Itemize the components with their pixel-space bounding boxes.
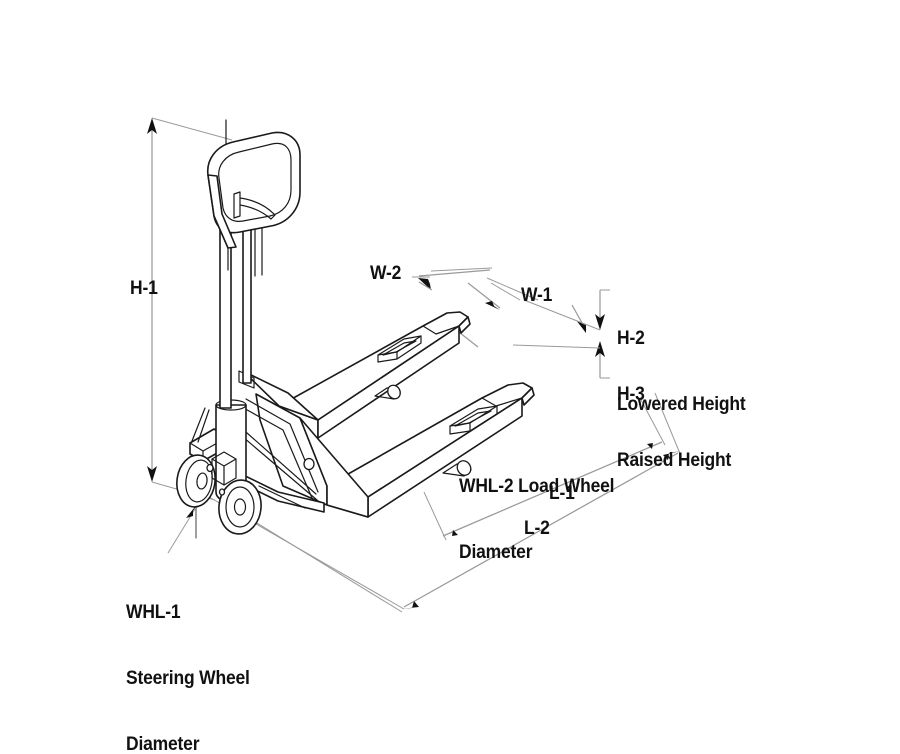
dimension-h2-leader xyxy=(512,299,601,349)
label-h2-group: H-2 Lowered Height xyxy=(617,284,746,460)
dimension-l2 xyxy=(233,392,682,613)
label-w2: W-2 xyxy=(370,263,402,284)
label-whl1-group: WHL-1 Steering Wheel Diameter xyxy=(126,558,250,754)
label-h3-desc: Raised Height xyxy=(617,450,732,471)
dimension-h2 xyxy=(595,289,610,330)
label-w1: W-1 xyxy=(521,285,553,306)
dimension-w1 xyxy=(445,277,587,348)
chassis-frame xyxy=(189,370,369,518)
dimension-h1 xyxy=(147,117,233,501)
label-whl2-group: WHL-2 Load Wheel Diameter xyxy=(459,432,615,608)
label-whl1-line3: Diameter xyxy=(126,734,200,754)
dimension-h3 xyxy=(595,341,610,379)
dimension-w2-arrow xyxy=(467,282,501,310)
label-h2-code: H-2 xyxy=(617,328,645,349)
label-h3-code: H-3 xyxy=(617,384,645,405)
label-l1: L-1 xyxy=(549,483,575,504)
label-h1: H-1 xyxy=(130,278,158,299)
label-whl2-line1: WHL-2 Load Wheel xyxy=(459,476,615,497)
dimension-l1 xyxy=(423,397,666,541)
label-whl2-line2: Diameter xyxy=(459,542,533,563)
tiller-handle xyxy=(207,131,301,277)
fork-far xyxy=(278,311,471,439)
label-l2: L-2 xyxy=(524,518,550,539)
dimension-w2 xyxy=(412,267,493,291)
leader-whl1 xyxy=(167,503,198,554)
steering-wheels xyxy=(176,407,262,535)
label-whl1-line2: Steering Wheel xyxy=(126,668,250,689)
label-h2-desc: Lowered Height xyxy=(617,394,746,415)
label-h3-group: H-3 Raised Height xyxy=(617,340,731,516)
label-whl1-line1: WHL-1 xyxy=(126,602,181,623)
